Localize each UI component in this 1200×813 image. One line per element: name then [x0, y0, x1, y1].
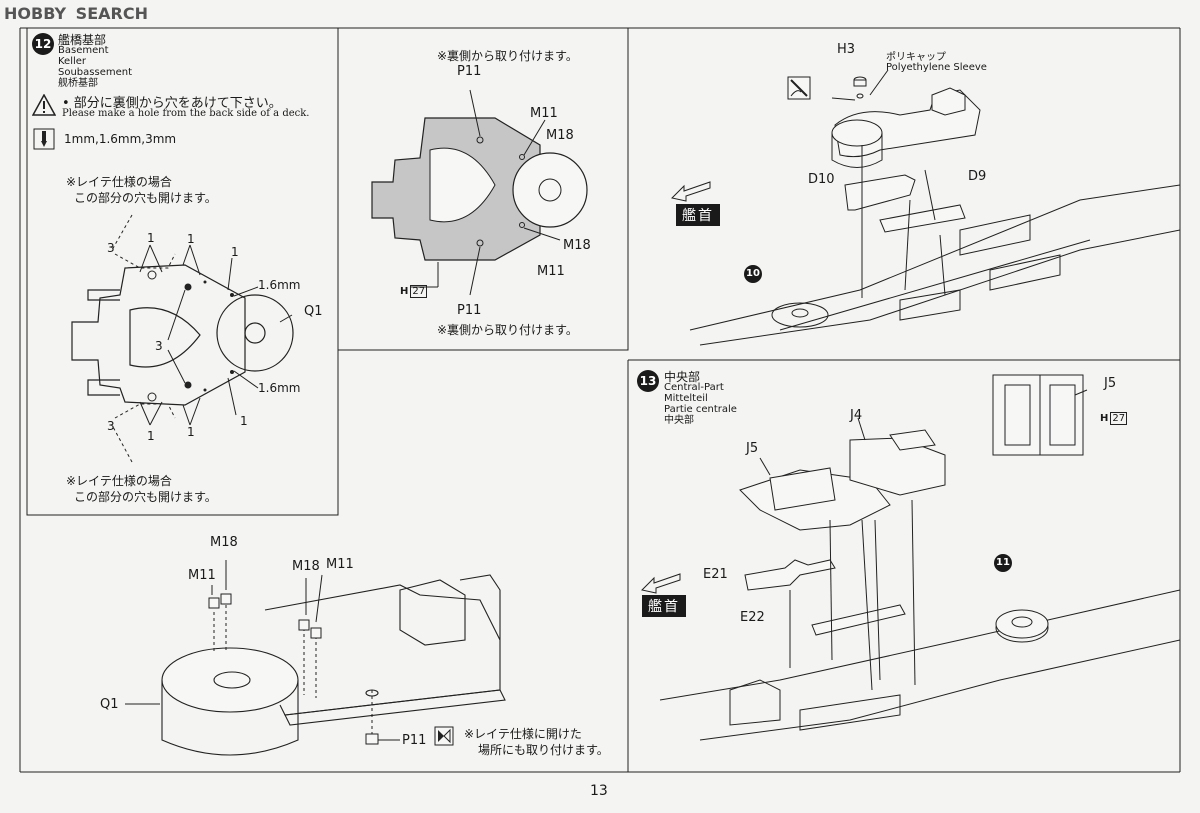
label-d10: D10 — [808, 172, 835, 187]
label-3a: 3 — [107, 241, 115, 255]
step12-title-fr: Soubassement — [58, 67, 133, 78]
bow-label-bottom: 艦首 — [642, 595, 686, 617]
polycap-h3 — [853, 76, 867, 99]
watermark-search: SEARCH — [75, 4, 148, 23]
step12-note-top-2: この部分の穴も開けます。 — [74, 191, 217, 205]
step12-note-bottom-1: ※レイテ仕様の場合 — [66, 474, 172, 488]
step12-note-bottom-2: この部分の穴も開けます。 — [74, 490, 217, 504]
hull-bottom-right — [659, 374, 1181, 741]
label-j5: J5 — [746, 441, 759, 456]
step13-title-cn: 中央部 — [664, 415, 694, 426]
label-1f: 1 — [240, 414, 248, 428]
page-number: 13 — [590, 783, 608, 799]
bow-label-top: 艦首 — [676, 204, 720, 226]
step12-drill-sizes: 1mm,1.6mm,3mm — [64, 132, 177, 146]
ref-step-11: 11 — [994, 550, 1012, 572]
leyte-variant-icon — [434, 726, 454, 746]
step13-ref-letter: H — [1100, 413, 1109, 424]
watermark-brand: HOBBY — [4, 4, 67, 23]
drill-icon — [33, 128, 55, 150]
inset-p11-bottom: P11 — [457, 303, 482, 318]
inset-note-top: ※裏側から取り付けます。 — [437, 49, 578, 63]
lower-m11-right: M11 — [326, 557, 354, 572]
bow-arrow-icon — [670, 181, 711, 202]
label-3b: 3 — [155, 339, 163, 353]
lower-note-1: ※レイテ仕様に開けた — [464, 727, 582, 741]
polycap-jp: ポリキャップ — [886, 52, 946, 63]
step13-number: 13 — [637, 370, 659, 392]
inset-note-bottom: ※裏側から取り付けます。 — [437, 323, 578, 337]
inset-m18-top: M18 — [546, 128, 574, 143]
step12-number: 12 — [32, 33, 54, 55]
label-j5-top: J5 — [1104, 376, 1117, 391]
label-j4: J4 — [850, 408, 863, 423]
step13-title-fr: Partie centrale — [664, 404, 737, 415]
label-d9: D9 — [968, 169, 987, 184]
inset-m11-top: M11 — [530, 106, 558, 121]
step12-title-en: Basement — [58, 45, 109, 56]
bridge-base-3d — [161, 574, 506, 756]
label-1c: 1 — [231, 245, 239, 259]
label-h3: H3 — [837, 42, 856, 57]
label-1b: 1 — [187, 232, 195, 246]
label-q1: Q1 — [304, 304, 323, 319]
step12-header: 12 — [32, 33, 54, 55]
inset-p11-top: P11 — [457, 64, 482, 79]
step13-title-jp: 中央部 — [664, 370, 701, 384]
watermark-logo: HOBBY SEARCH — [4, 4, 148, 23]
hull-top-right — [689, 87, 1181, 346]
step12-warning-jp: • 部分に裏側から穴をあけて下さい。 — [62, 96, 282, 111]
lower-q1: Q1 — [100, 697, 119, 712]
cut-icon — [787, 76, 811, 100]
ref-step-10: 10 — [744, 261, 762, 283]
inset-ref-letter: H — [400, 286, 409, 297]
deck-outline-large — [71, 264, 294, 406]
deck-outline-inset — [371, 89, 588, 296]
label-e22: E22 — [740, 610, 765, 625]
polycap-en: Polyethylene Sleeve — [886, 62, 987, 73]
step12-title-de: Keller — [58, 56, 87, 67]
label-16mm-b: 1.6mm — [258, 381, 301, 395]
lower-m11-left: M11 — [188, 568, 216, 583]
step12-warning-en: Please make a hole from the back side of… — [62, 108, 310, 119]
step12-title-cn: 舰桥基部 — [58, 78, 98, 89]
label-1e: 1 — [187, 425, 195, 439]
warning-icon — [32, 94, 56, 116]
label-3c: 3 — [107, 419, 115, 433]
label-1d: 1 — [147, 429, 155, 443]
step12-title-jp: 艦橋基部 — [58, 33, 107, 47]
step13-title-de: Mittelteil — [664, 393, 708, 404]
inset-m18-bottom: M18 — [563, 238, 591, 253]
label-16mm-a: 1.6mm — [258, 278, 301, 292]
inset-m11-bottom: M11 — [537, 264, 565, 279]
label-1a: 1 — [147, 231, 155, 245]
label-e21: E21 — [703, 567, 728, 582]
step13-title-en: Central-Part — [664, 382, 724, 393]
bow-arrow-icon-2 — [640, 573, 681, 594]
lower-m18-left: M18 — [210, 535, 238, 550]
step13-header: 13 — [637, 370, 659, 392]
inset-ref-num: 27 — [410, 285, 428, 298]
step12-note-top-1: ※レイテ仕様の場合 — [66, 175, 172, 189]
step13-ref-num: 27 — [1110, 412, 1128, 425]
lower-note-2: 場所にも取り付けます。 — [478, 743, 609, 757]
lower-m18-right: M18 — [292, 559, 320, 574]
lower-p11: P11 — [402, 733, 427, 748]
